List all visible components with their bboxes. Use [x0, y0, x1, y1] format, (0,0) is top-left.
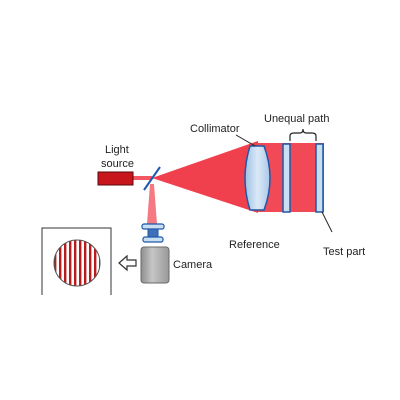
return-beam: [147, 184, 157, 224]
fringe-display-frame: [41, 227, 112, 295]
light-source-label-line1: Light: [105, 144, 129, 156]
light-source: [97, 171, 134, 186]
fringe-stripe: [89, 240, 92, 286]
camera-lens-bottom: [142, 236, 164, 243]
light-source-label-line2: source: [101, 158, 134, 170]
test-part: [315, 143, 324, 213]
fringe-stripe: [74, 240, 77, 286]
fringe-stripe: [69, 240, 72, 286]
camera-lens-barrel: [147, 228, 159, 238]
unequal-path-label: Unequal path: [264, 113, 329, 125]
collimator-lens: [244, 145, 271, 211]
test-part-leader: [321, 211, 333, 233]
beam-splitter: [143, 166, 161, 191]
collimator-leader: [235, 134, 256, 147]
reference-label: Reference: [229, 239, 280, 251]
fringe-stripe: [79, 240, 82, 286]
fringe-stripe: [94, 240, 97, 286]
diverging-beam: [152, 141, 258, 213]
hollow-left-arrow-icon: [118, 254, 137, 272]
fringe-stripe: [64, 240, 67, 286]
test-part-label: Test part: [323, 246, 365, 258]
camera-label: Camera: [173, 259, 213, 271]
source-beam: [133, 176, 152, 180]
fringe-stripe: [84, 240, 87, 286]
fringe-stripe: [54, 240, 57, 286]
collimator-label: Collimator: [190, 123, 240, 135]
camera-icon: [140, 246, 170, 284]
reference-flat: [282, 143, 291, 213]
fringe-stripe: [59, 240, 62, 286]
unequal-path-bracket: [289, 128, 317, 141]
fringe-pattern-border: [53, 239, 101, 287]
fringe-pattern: [54, 240, 100, 286]
camera-lens-top: [141, 223, 165, 230]
